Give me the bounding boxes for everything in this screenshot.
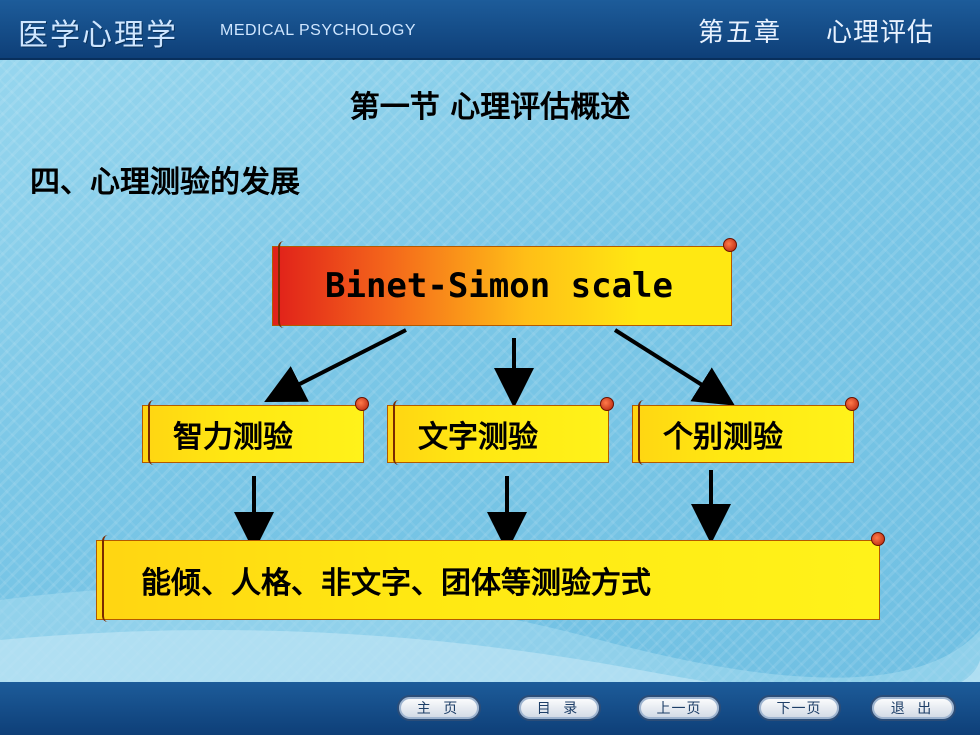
next-page-button[interactable]: 下一页 <box>757 695 841 721</box>
arrow-to-individual <box>613 328 735 406</box>
methods-box: 能倾、人格、非文字、团体等测验方式 <box>96 532 885 622</box>
branch-label: 文字测验 <box>418 420 538 455</box>
binet-simon-label: Binet-Simon scale <box>325 266 673 306</box>
methods-label: 能倾、人格、非文字、团体等测验方式 <box>141 566 651 601</box>
previous-page-button[interactable]: 上一页 <box>637 695 721 721</box>
contents-button[interactable]: 目 录 <box>517 695 601 721</box>
header-bar: 医学心理学 MEDICAL PSYCHOLOGY 第五章 心理评估 <box>0 0 980 60</box>
header-title: 医学心理学 <box>18 18 178 53</box>
branch-label: 智力测验 <box>173 420 293 455</box>
section-title: 第一节 心理评估概述 <box>349 90 631 125</box>
header-chapter-title: 心理评估 <box>826 18 935 48</box>
home-button[interactable]: 主 页 <box>397 695 481 721</box>
branch-box-individual: 个别测验 <box>632 397 859 465</box>
binet-simon-box: Binet-Simon scale <box>272 238 737 328</box>
header-chapter: 第五章 <box>698 18 783 48</box>
subtitle: 四、心理测验的发展 <box>30 165 300 200</box>
branch-box-intelligence: 智力测验 <box>142 397 369 465</box>
header-title-english: MEDICAL PSYCHOLOGY <box>220 22 417 39</box>
branch-label: 个别测验 <box>663 420 783 455</box>
branch-box-verbal: 文字测验 <box>387 397 614 465</box>
arrow-to-intelligence <box>264 328 407 403</box>
exit-button[interactable]: 退 出 <box>870 695 956 721</box>
